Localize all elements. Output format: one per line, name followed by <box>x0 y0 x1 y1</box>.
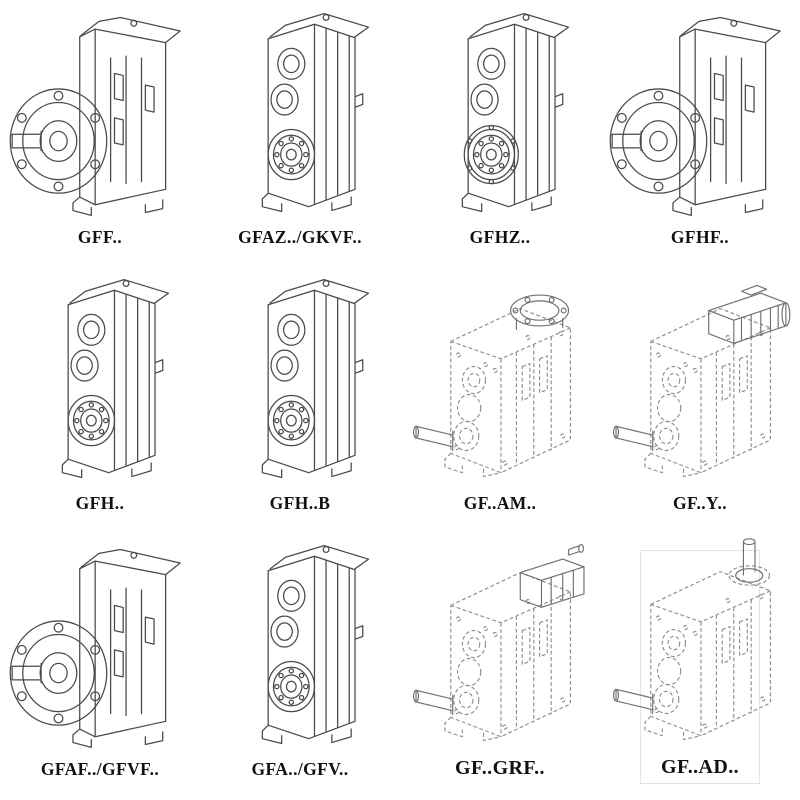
gearbox-item: GF..AM.. <box>440 284 560 518</box>
gearbox-label: GFF.. <box>77 227 123 247</box>
gearbox-item: GF..Y.. <box>640 284 760 518</box>
gearbox-drawing-flange-front <box>9 548 181 749</box>
gearbox-item: GFAF../GFVF.. <box>9 548 181 784</box>
gearbox-label: GFHF.. <box>670 227 730 247</box>
gearbox-item: GFAZ../GKVF.. <box>238 13 370 252</box>
gearbox-drawing-dual-bore-flange <box>408 4 592 226</box>
gearbox-item: GFH..B <box>240 279 370 518</box>
gearbox-drawing-dual-bore <box>61 279 170 479</box>
gearbox-item: GFA../GFV.. <box>240 545 370 784</box>
gearbox-item: GFHZ.. <box>440 18 560 252</box>
gearbox-item: GFH.. <box>40 279 170 518</box>
gearbox-label: GF..GRF.. <box>455 757 545 779</box>
gearbox-label: GF..AM.. <box>463 493 537 513</box>
gearbox-item: GF..GRF.. <box>440 550 560 784</box>
gearbox-label: GFHZ.. <box>469 227 531 247</box>
gearbox-label: GFAZ../GKVF.. <box>238 227 362 247</box>
gearbox-drawing-flange-front <box>9 16 181 217</box>
gearbox-label: GFAF../GFVF.. <box>40 759 160 779</box>
gearbox-label: GF..Y.. <box>672 493 728 513</box>
gearbox-drawing-shaft-mounted-vertical <box>608 533 792 755</box>
gearbox-drawing-dual-bore <box>261 279 370 479</box>
gearbox-drawing-shaft-mounted-flange <box>408 270 592 492</box>
gearbox-drawing-flange-front <box>609 16 781 217</box>
gearbox-item: GFHF.. <box>609 16 781 252</box>
gearbox-drawing-dual-bore <box>261 13 370 213</box>
gearbox-item: GFF.. <box>9 16 181 252</box>
gearbox-label: GFA../GFV.. <box>251 759 349 779</box>
gearbox-drawing-shaft-mounted-motor <box>608 270 792 492</box>
gearbox-drawing-shaft-mounted-adapter <box>408 534 592 756</box>
gearbox-label: GFH.. <box>75 493 125 513</box>
gearbox-item: GF..AD.. <box>640 550 760 784</box>
gearbox-label: GFH..B <box>269 493 331 513</box>
gearbox-drawing-dual-bore <box>261 545 370 745</box>
gearbox-label: GF..AD.. <box>660 756 740 778</box>
